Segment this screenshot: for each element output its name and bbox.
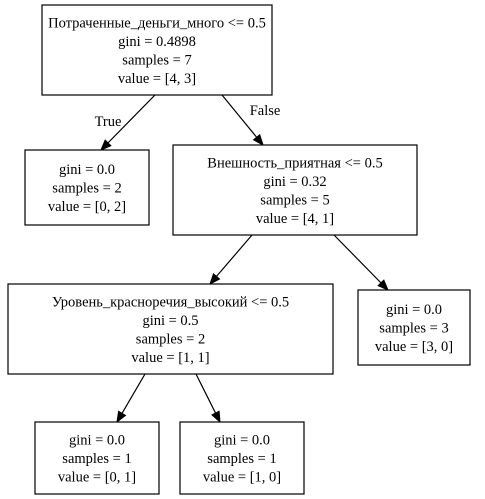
edge-line (333, 234, 382, 284)
node-split-condition: Потраченные_деньги_много <= 0.5 (48, 15, 266, 31)
nodes-layer: Потраченные_деньги_много <= 0.5 gini = 0.… (7, 4, 471, 495)
node-samples: samples = 2 (136, 331, 205, 347)
leaf-node: gini = 0.0 samples = 1 value = [0, 1] (34, 421, 160, 495)
split-node: Внешность_приятная <= 0.5 gini = 0.32 samp… (172, 144, 418, 236)
arrowhead (116, 410, 127, 424)
edge-line (221, 94, 258, 138)
node-box (357, 289, 471, 366)
node-value: value = [0, 2] (48, 199, 126, 215)
node-value: value = [3, 0] (375, 339, 453, 355)
node-samples: samples = 5 (260, 192, 329, 208)
edge-line (121, 373, 146, 414)
node-gini: gini = 0.0 (214, 433, 270, 449)
node-box (24, 149, 150, 226)
node-samples: samples = 2 (52, 181, 121, 197)
node-value: value = [4, 1] (256, 211, 334, 227)
edges-layer: True False (95, 94, 389, 424)
node-split-condition: Внешность_приятная <= 0.5 (207, 155, 382, 171)
node-value: value = [0, 1] (58, 470, 136, 486)
root-node: Потраченные_деньги_много <= 0.5 gini = 0.… (41, 4, 273, 96)
node-box (34, 421, 160, 495)
leaf-node: gini = 0.0 samples = 2 value = [0, 2] (24, 149, 150, 226)
node-samples: samples = 3 (379, 321, 448, 337)
edge (116, 373, 146, 424)
edge-line (216, 234, 253, 277)
edge-label-true: True (95, 114, 122, 130)
node-gini: gini = 0.4898 (118, 34, 196, 50)
node-value: value = [4, 3] (118, 71, 196, 87)
arrowhead (209, 272, 221, 286)
arrowhead (211, 410, 221, 424)
node-gini: gini = 0.0 (386, 302, 442, 318)
node-gini: gini = 0.0 (69, 433, 125, 449)
node-box (179, 421, 305, 495)
node-value: value = [1, 0] (203, 470, 281, 486)
node-samples: samples = 1 (207, 451, 276, 467)
node-value: value = [1, 1] (131, 350, 209, 366)
split-node: Уровень_красноречия_высокий <= 0.5 gini =… (7, 283, 334, 375)
leaf-node: gini = 0.0 samples = 1 value = [1, 0] (179, 421, 305, 495)
node-gini: gini = 0.0 (59, 162, 115, 178)
edge-label-false: False (250, 103, 281, 119)
node-split-condition: Уровень_красноречия_высокий <= 0.5 (52, 294, 289, 310)
arrowhead (377, 279, 389, 291)
arrowhead (100, 139, 112, 151)
edge (209, 234, 253, 286)
leaf-node: gini = 0.0 samples = 3 value = [3, 0] (357, 289, 471, 366)
node-box (172, 144, 418, 236)
node-box (41, 4, 273, 96)
edge (195, 373, 221, 424)
node-samples: samples = 7 (122, 52, 191, 68)
edge-line (107, 94, 156, 144)
node-gini: gini = 0.5 (142, 313, 198, 329)
node-gini: gini = 0.32 (263, 174, 326, 190)
edge: False (221, 94, 281, 147)
edge-line (195, 373, 217, 414)
arrowhead (252, 133, 264, 147)
edge: True (95, 94, 156, 151)
edge (333, 234, 389, 291)
node-box (7, 283, 334, 375)
node-samples: samples = 1 (62, 451, 131, 467)
